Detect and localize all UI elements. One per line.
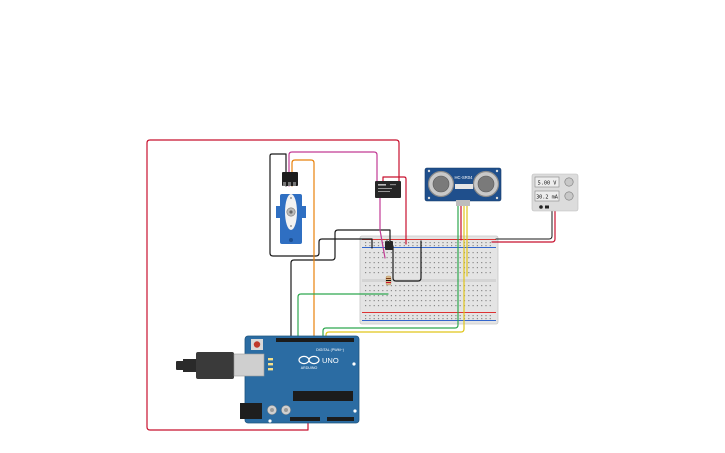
transistor[interactable] — [385, 239, 393, 250]
wire-red-main — [146, 139, 400, 431]
arduino-brand-label: ARDUINO — [301, 366, 318, 370]
breadboard-holes — [365, 242, 491, 320]
wire-magenta-relay — [379, 197, 386, 259]
power-supply[interactable]: 5.00 V 30.2 mA — [531, 173, 579, 212]
wire-green-b — [322, 205, 459, 337]
wire-black-servo — [269, 153, 373, 257]
wire-orange-servo — [291, 159, 315, 337]
servo-motor[interactable] — [276, 172, 306, 244]
resistor[interactable] — [385, 275, 392, 286]
ultrasonic-sensor[interactable]: HC-SR04 — [424, 167, 502, 206]
wires — [146, 139, 556, 431]
wire-black-supply — [495, 206, 553, 240]
wire-red-supply — [491, 206, 556, 243]
arduino-digital-label: DIGITAL (PWM~) — [316, 348, 344, 352]
supply-voltage-readout: 5.00 V — [538, 181, 557, 187]
sensor-model-label: HC-SR04 — [455, 175, 474, 180]
wire-black-gnd — [290, 229, 391, 337]
wire-black-jumper — [392, 240, 422, 282]
current-knob[interactable] — [564, 191, 574, 201]
wire-red-relay — [382, 176, 407, 245]
breadboard[interactable] — [359, 235, 499, 325]
wire-green-a — [297, 293, 389, 337]
arduino-uno-title: UNO — [322, 356, 339, 365]
wire-yellow-a — [325, 205, 465, 338]
supply-current-readout: 30.2 mA — [536, 195, 559, 201]
wire-magenta-servo — [288, 151, 378, 187]
arduino-uno[interactable]: DIGITAL (PWM~) UNO ARDUINO — [176, 335, 360, 424]
relay-module[interactable] — [375, 181, 401, 198]
voltage-knob[interactable] — [564, 177, 574, 187]
